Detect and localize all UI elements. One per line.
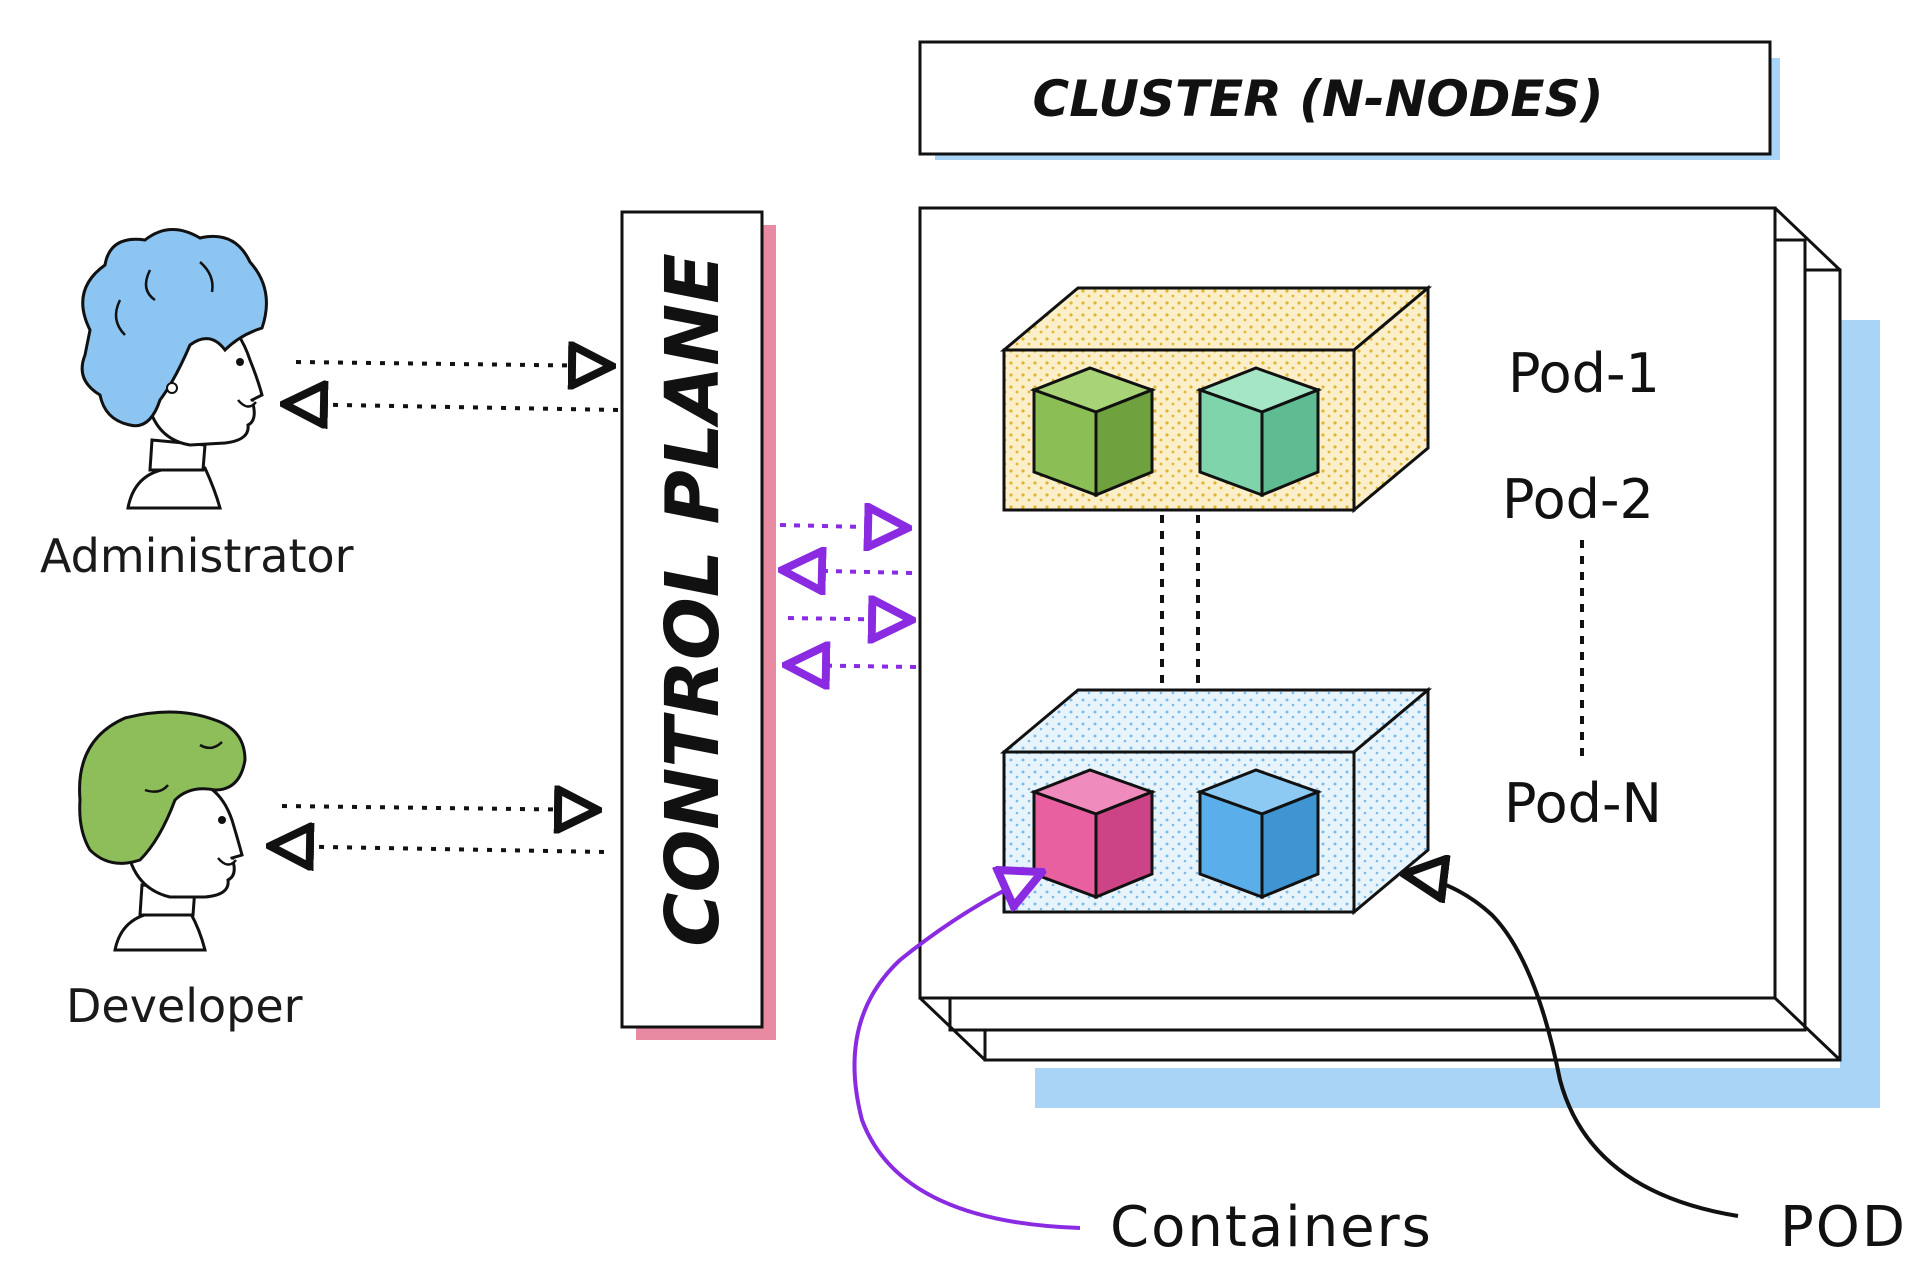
control-plane-box: CONTROL PLANE <box>620 210 776 1040</box>
container-teal <box>1195 366 1323 498</box>
administrator-label: Administrator <box>40 529 354 583</box>
cluster-title: CLUSTER (N-NODES) <box>1033 70 1604 128</box>
administrator-icon <box>80 228 268 510</box>
cluster-title-box: CLUSTER (N-NODES) <box>918 40 1780 160</box>
pod-2-label: Pod-2 <box>1502 468 1654 531</box>
container-pink <box>1029 768 1157 900</box>
developer-label: Developer <box>66 979 303 1033</box>
pod-n-label: Pod-N <box>1504 772 1662 835</box>
developer-arrows <box>270 806 605 852</box>
containers-callout-arrow <box>852 872 1081 1230</box>
pod-callout-arrow <box>1404 874 1739 1218</box>
admin-arrows <box>284 362 619 410</box>
control-plane-cluster-arrows <box>780 525 916 667</box>
control-plane-label: CONTROL PLANE <box>650 253 736 947</box>
container-green <box>1029 366 1157 498</box>
container-blue <box>1195 768 1323 900</box>
pod-callout-label: POD <box>1780 1195 1907 1260</box>
pod-link-lines <box>1160 515 1584 760</box>
containers-callout-label: Containers <box>1110 1195 1433 1260</box>
pod-1-label: Pod-1 <box>1508 342 1660 405</box>
developer-icon <box>78 710 247 952</box>
